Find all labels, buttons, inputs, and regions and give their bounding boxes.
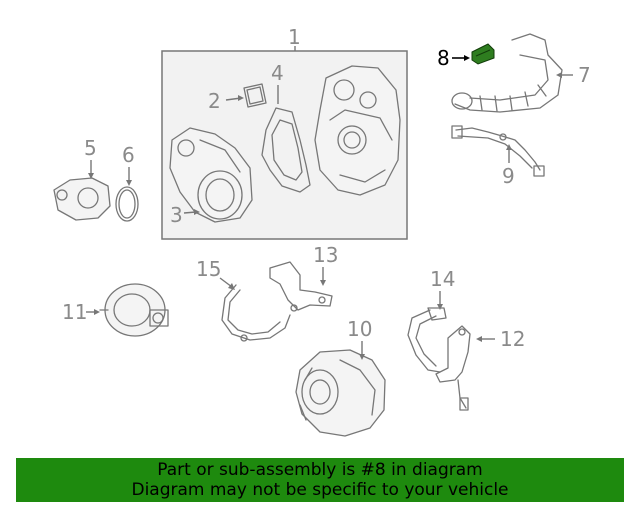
callout-15-label: 15: [196, 257, 221, 281]
part-9-harness: [451, 125, 545, 177]
callout-8: 8: [437, 46, 470, 70]
part-14-clamp: [407, 307, 447, 373]
callout-13: 13: [313, 243, 338, 286]
part-10-alternator: [295, 349, 386, 437]
info-banner: Part or sub-assembly is #8 in diagram Di…: [16, 458, 624, 502]
part-3-water-pump: [169, 127, 253, 223]
callout-9-label: 9: [502, 164, 515, 188]
callout-1: 1: [288, 25, 301, 51]
callout-11: 11: [62, 300, 100, 324]
callout-7-label: 7: [578, 63, 591, 87]
callout-3-label: 3: [170, 203, 183, 227]
callout-11-label: 11: [62, 300, 87, 324]
callout-4: 4: [271, 61, 284, 104]
callout-5-label: 5: [84, 136, 97, 160]
part-6-o-ring: [115, 186, 139, 222]
callout-6-label: 6: [122, 143, 135, 167]
callout-10: 10: [347, 317, 372, 360]
part-7-hose: [451, 33, 563, 113]
part-2-gasket: [243, 83, 267, 108]
callout-8-label: 8: [437, 46, 450, 70]
part-11-aux-pump: [99, 283, 169, 337]
callout-6: 6: [122, 143, 135, 186]
callout-14-label: 14: [430, 267, 455, 291]
callout-4-label: 4: [271, 61, 284, 85]
part-5-thermostat: [53, 177, 111, 221]
callout-7: 7: [556, 63, 591, 87]
part-12-bracket: [435, 325, 471, 411]
callout-13-label: 13: [313, 243, 338, 267]
callout-1-label: 1: [288, 25, 301, 49]
part-4-gasket: [261, 107, 311, 193]
part-13-bracket: [269, 261, 333, 312]
banner-line-2: Diagram may not be specific to your vehi…: [131, 480, 509, 500]
part-1-housing: [314, 65, 401, 196]
callout-3: 3: [170, 203, 200, 227]
callout-10-label: 10: [347, 317, 372, 341]
part-8-connector[interactable]: [471, 43, 495, 65]
banner-line-1: Part or sub-assembly is #8 in diagram: [157, 460, 483, 480]
callout-15: 15: [196, 257, 235, 290]
callout-5: 5: [84, 136, 97, 179]
callout-9: 9: [502, 144, 515, 188]
part-15-clamp: [221, 284, 291, 342]
callout-12-label: 12: [500, 327, 525, 351]
callout-14: 14: [430, 267, 455, 310]
callout-12: 12: [476, 327, 525, 351]
callout-2: 2: [208, 89, 244, 113]
callout-2-label: 2: [208, 89, 221, 113]
